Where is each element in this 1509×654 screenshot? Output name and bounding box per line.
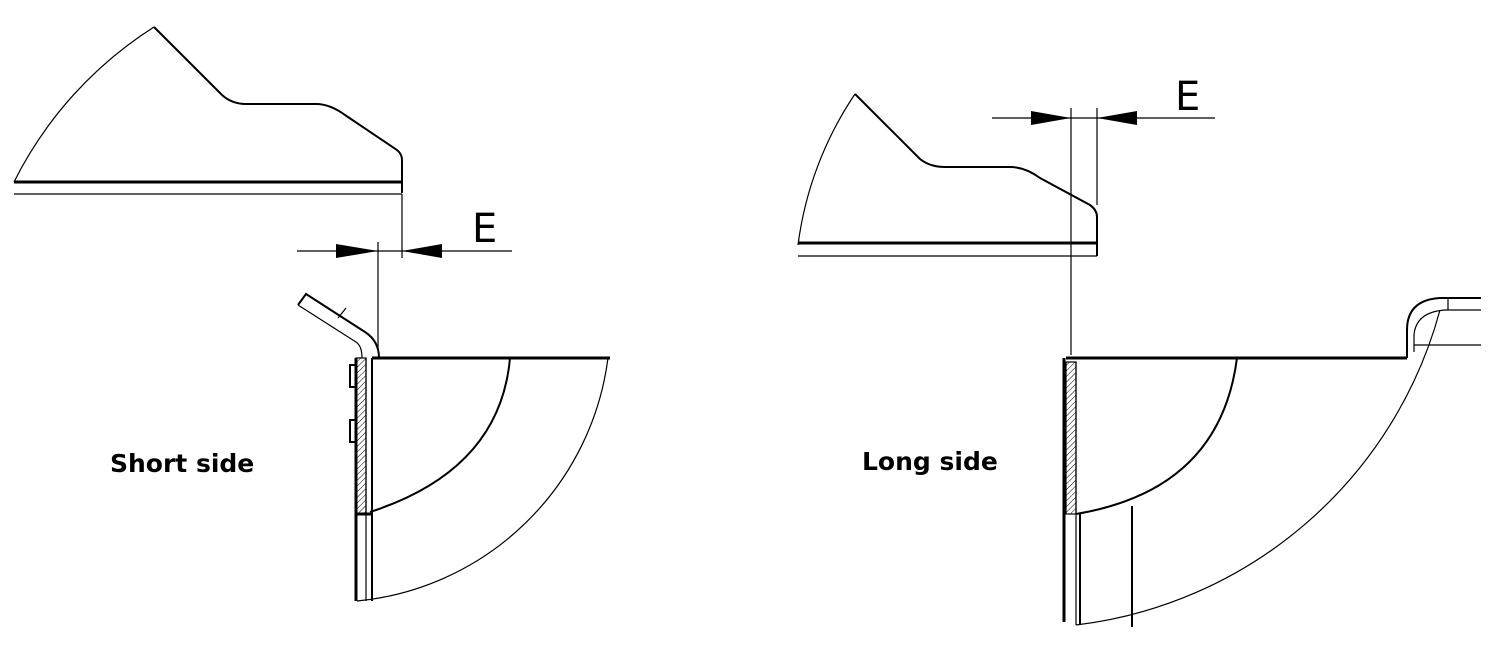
short-side-detail: E Short side bbox=[13, 26, 610, 602]
short-side-label: Short side bbox=[110, 449, 254, 478]
long-side-dimension: E bbox=[992, 74, 1215, 355]
dimension-arrow-right bbox=[402, 244, 442, 258]
short-side-frame-section bbox=[297, 292, 610, 602]
long-side-upper-profile bbox=[797, 93, 1098, 257]
dimension-arrow-left bbox=[336, 244, 378, 258]
short-side-dimension: E bbox=[297, 194, 512, 350]
long-side-frame-section bbox=[1062, 297, 1481, 627]
dimension-letter-e: E bbox=[1175, 74, 1200, 120]
long-side-detail: E Long side bbox=[797, 74, 1481, 627]
dimension-arrow-left bbox=[1031, 111, 1071, 125]
dimension-letter-e: E bbox=[472, 206, 497, 252]
short-side-upper-profile bbox=[13, 26, 403, 195]
dimension-arrow-right bbox=[1097, 111, 1137, 125]
long-side-label: Long side bbox=[862, 447, 998, 476]
